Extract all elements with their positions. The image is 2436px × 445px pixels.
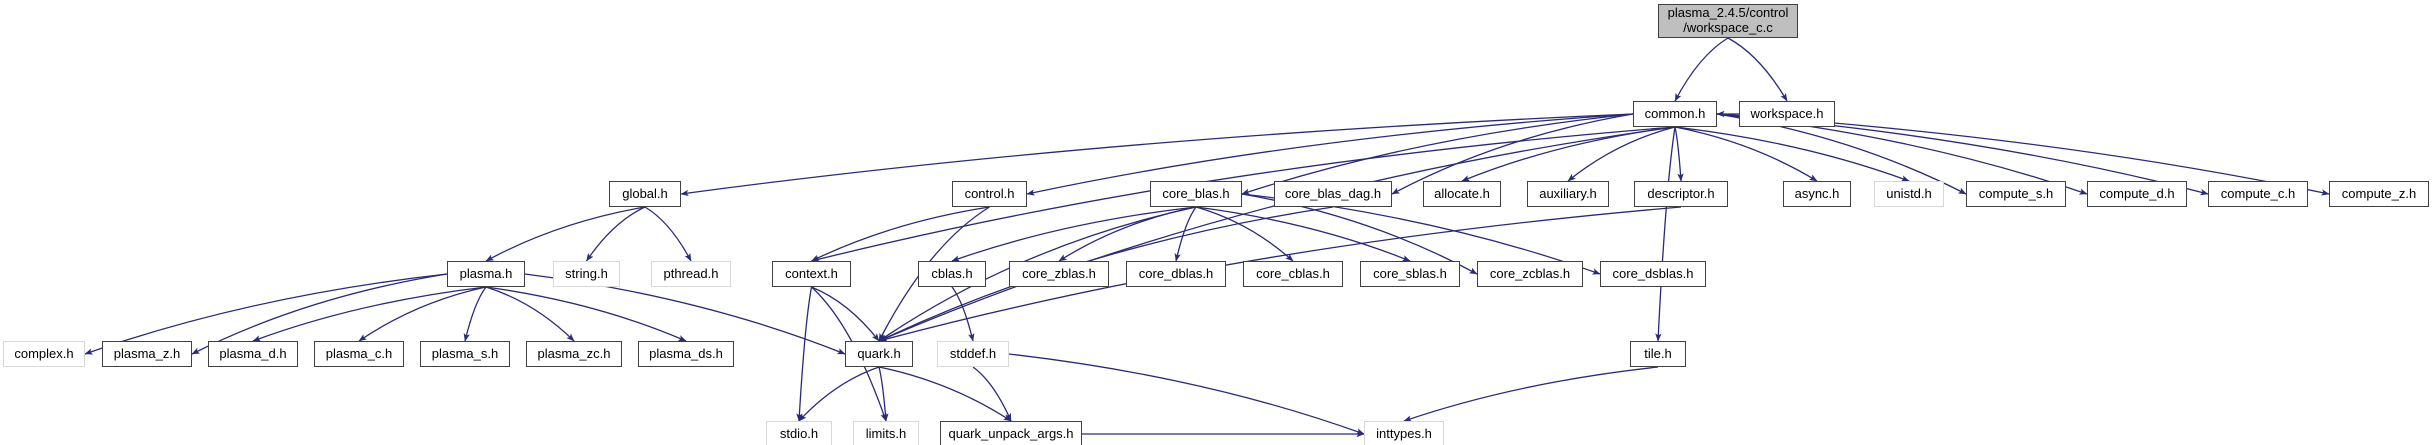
graph-edge-plasma-to-plasma_s <box>463 286 487 342</box>
graph-edge-common-to-core_blas_dag <box>1391 113 1634 195</box>
graph-edge-plasma-to-plasma_zc <box>485 286 575 342</box>
graph-edge-core_blas-to-quark <box>878 206 1197 342</box>
graph-edge-control-to-context <box>811 206 990 262</box>
graph-node-compute_d[interactable]: compute_d.h <box>2087 181 2187 207</box>
graph-node-stdio[interactable]: stdio.h <box>766 421 832 445</box>
graph-node-core_blas[interactable]: core_blas.h <box>1150 181 1242 207</box>
graph-edge-common-to-tile <box>1655 126 1676 342</box>
graph-edge-core_blas-to-core_cblas <box>1195 206 1294 262</box>
graph-node-compute_c[interactable]: compute_c.h <box>2208 181 2308 207</box>
graph-edge-common-to-context <box>811 126 1676 263</box>
graph-node-compute_s[interactable]: compute_s.h <box>1966 181 2066 207</box>
graph-node-context[interactable]: context.h <box>772 261 851 287</box>
graph-node-plasma_ds[interactable]: plasma_ds.h <box>638 341 734 367</box>
graph-edge-plasma-to-plasma_z <box>191 273 448 355</box>
graph-node-global[interactable]: global.h <box>609 181 681 207</box>
graph-edge-common-to-descriptor <box>1674 126 1684 182</box>
graph-edge-core_blas-to-core_zcblas <box>1241 193 1478 275</box>
graph-node-core_dblas[interactable]: core_dblas.h <box>1126 261 1226 287</box>
graph-edge-global-to-string <box>585 206 646 262</box>
graph-node-core_dsblas[interactable]: core_dsblas.h <box>1600 261 1706 287</box>
graph-node-tile[interactable]: tile.h <box>1630 341 1686 367</box>
graph-node-control[interactable]: control.h <box>952 181 1027 207</box>
graph-edge-control-to-quark <box>878 206 990 342</box>
graph-node-root[interactable]: plasma_2.4.5/control /workspace_c.c <box>1658 4 1798 38</box>
graph-edge-plasma-to-complex <box>84 273 448 355</box>
graph-node-unistd[interactable]: unistd.h <box>1874 181 1944 207</box>
graph-node-core_sblas[interactable]: core_sblas.h <box>1360 261 1460 287</box>
graph-edge-common-to-allocate <box>1461 126 1676 182</box>
graph-edge-plasma-to-plasma_ds <box>485 286 687 342</box>
graph-node-async[interactable]: async.h <box>1783 181 1851 207</box>
graph-edge-quark-to-limits <box>878 366 889 422</box>
graph-edge-quark-to-quark_unpack_args <box>878 366 1012 422</box>
graph-node-core_blas_dag[interactable]: core_blas_dag.h <box>1274 181 1392 207</box>
graph-node-descriptor[interactable]: descriptor.h <box>1634 181 1728 207</box>
graph-node-core_zblas[interactable]: core_zblas.h <box>1009 261 1109 287</box>
graph-edge-root-to-workspace <box>1727 37 1788 102</box>
graph-node-limits[interactable]: limits.h <box>853 421 919 445</box>
graph-edge-global-to-plasma <box>485 206 646 262</box>
graph-edge-common-to-quark <box>878 126 1676 342</box>
graph-edge-common-to-control <box>1026 113 1634 196</box>
graph-node-plasma_zc[interactable]: plasma_zc.h <box>526 341 622 367</box>
graph-node-string[interactable]: string.h <box>553 261 620 287</box>
graph-node-quark[interactable]: quark.h <box>845 341 913 367</box>
graph-node-core_cblas[interactable]: core_cblas.h <box>1243 261 1343 287</box>
graph-edge-common-to-core_blas <box>1241 113 1634 195</box>
graph-edge-common-to-async <box>1674 126 1818 182</box>
graph-edge-root-to-common <box>1674 37 1729 102</box>
graph-node-cblas[interactable]: cblas.h <box>918 261 986 287</box>
graph-edge-common-to-auxiliary <box>1567 126 1676 182</box>
graph-edge-quark-to-stdio <box>798 366 880 422</box>
graph-edge-tile-to-inttypes <box>1403 366 1659 422</box>
graph-node-pthread[interactable]: pthread.h <box>651 261 731 287</box>
graph-edge-plasma-to-plasma_d <box>252 286 487 342</box>
graph-node-plasma_z[interactable]: plasma_z.h <box>102 341 192 367</box>
graph-edge-plasma-to-plasma_c <box>358 286 487 342</box>
graph-edge-descriptor-to-quark <box>878 206 1682 343</box>
graph-node-plasma_s[interactable]: plasma_s.h <box>420 341 510 367</box>
graph-node-plasma_d[interactable]: plasma_d.h <box>208 341 298 367</box>
graph-edge-core_blas-to-core_sblas <box>1195 206 1411 262</box>
graph-node-auxiliary[interactable]: auxiliary.h <box>1527 181 1609 207</box>
graph-edge-common-to-global <box>680 113 1634 197</box>
graph-node-core_zcblas[interactable]: core_zcblas.h <box>1477 261 1583 287</box>
graph-node-complex[interactable]: complex.h <box>3 341 85 367</box>
graph-node-compute_z[interactable]: compute_z.h <box>2329 181 2429 207</box>
graph-edge-context-to-stdio <box>796 286 813 422</box>
graph-node-plasma[interactable]: plasma.h <box>447 261 525 287</box>
graph-node-allocate[interactable]: allocate.h <box>1423 181 1501 207</box>
graph-edge-stddef-to-inttypes <box>1008 353 1365 435</box>
graph-node-stddef[interactable]: stddef.h <box>937 341 1009 367</box>
graph-edge-context-to-limits <box>811 286 887 422</box>
graph-node-quark_unpack_args[interactable]: quark_unpack_args.h <box>940 421 1082 445</box>
graph-edge-common-to-unistd <box>1674 126 1910 182</box>
graph-node-inttypes[interactable]: inttypes.h <box>1364 421 1444 445</box>
graph-node-workspace[interactable]: workspace.h <box>1739 101 1835 127</box>
graph-edge-global-to-pthread <box>644 206 692 262</box>
graph-edge-core_blas-to-core_dblas <box>1174 206 1197 262</box>
graph-edge-core_blas_dag-to-quark <box>878 206 1334 342</box>
graph-node-plasma_c[interactable]: plasma_c.h <box>314 341 404 367</box>
graph-edge-cblas-to-stddef <box>951 286 975 342</box>
graph-edge-stddef-to-quark_unpack_args <box>972 366 1012 422</box>
graph-edge-context-to-quark <box>811 286 880 342</box>
graph-edge-core_blas-to-cblas <box>951 206 1197 262</box>
graph-node-common[interactable]: common.h <box>1633 101 1717 127</box>
